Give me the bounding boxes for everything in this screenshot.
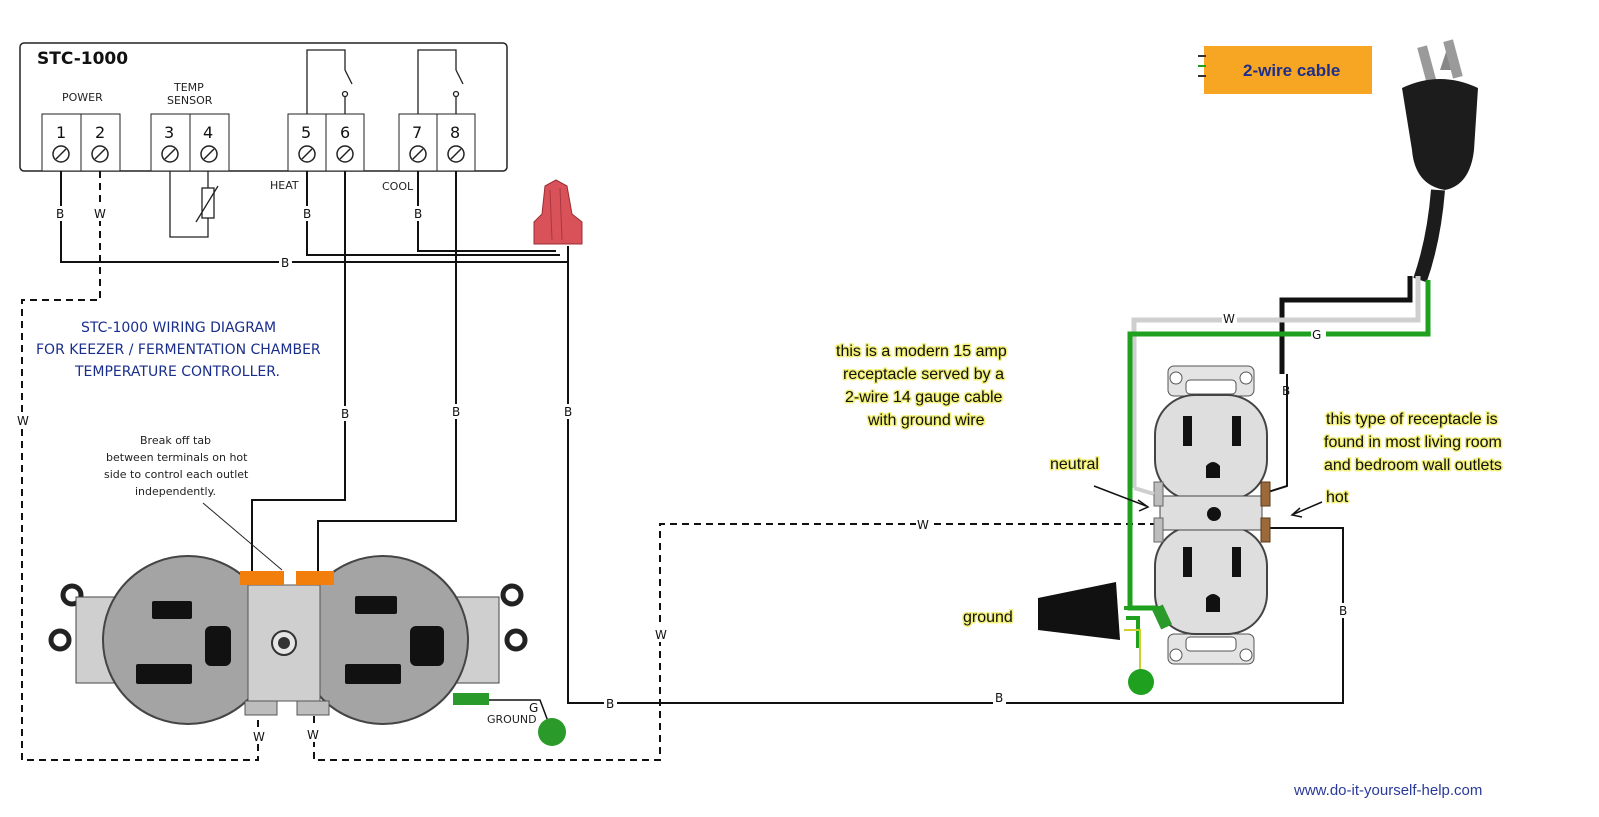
terminal-1-label: 1 [56, 123, 66, 142]
wire-nut-icon [533, 179, 583, 245]
neutral-wire [1133, 486, 1155, 496]
terminal-7-label: 7 [412, 123, 422, 142]
caption-line-2: FOR KEEZER / FERMENTATION CHAMBER [36, 342, 321, 358]
ground-splice-wirenut-icon [1038, 582, 1160, 695]
neutral-wiring [21, 171, 1160, 761]
power-plug-icon [1402, 39, 1478, 283]
hot-wire [1267, 374, 1288, 493]
heat-relay-switch-icon [306, 49, 353, 114]
wire-labels: B W B B B W B B B W B W W W B B [16, 206, 1350, 744]
tab-note-line-4: independently. [135, 485, 216, 498]
controller-wiring [60, 171, 1344, 704]
tab-note-line-3: side to control each outlet [104, 468, 249, 481]
screw-icons [52, 145, 465, 163]
terminal-block-power [41, 113, 121, 172]
cable-label-text: 2-wire cable [1243, 61, 1340, 80]
caption-line-3: TEMPERATURE CONTROLLER. [74, 364, 280, 380]
tab-note-line-1: Break off tab [140, 434, 211, 447]
receptacle-type-note: this type of receptacle is found in most… [1323, 410, 1504, 476]
cool-relay-switch-icon [417, 49, 464, 114]
controlled-duplex-outlet [48, 555, 528, 725]
type-line-3: and bedroom wall outlets [1324, 457, 1502, 474]
type-line-2: found in most living room [1324, 434, 1502, 451]
terminal-block-heat [287, 113, 365, 172]
sensor-label: SENSOR [167, 94, 213, 107]
desc-line-3: 2-wire 14 gauge cable [845, 389, 1003, 406]
wire-label-w: W [917, 518, 929, 532]
stc1000-controller: STC-1000 POWER TEMP SENSOR 1 2 3 4 5 6 7… [19, 42, 508, 193]
receptacle-description: this is a modern 15 amp receptacle serve… [835, 342, 1009, 431]
terminal-block-cool [398, 113, 476, 172]
terminal-4-label: 4 [203, 123, 213, 142]
wire-label-w: W [1223, 312, 1235, 326]
temp-label: TEMP [173, 81, 204, 94]
wall-receptacle [1151, 365, 1271, 665]
wire-label-b: B [452, 405, 460, 419]
callout-arrows [1093, 485, 1323, 518]
wire-label-b: B [414, 207, 422, 221]
wire-label-w: W [307, 728, 319, 742]
outlet-ground-wire: G GROUND [487, 699, 566, 746]
desc-line-4: with ground wire [867, 412, 985, 429]
controller-title: STC-1000 [37, 49, 128, 69]
wire-label-b: B [56, 207, 64, 221]
tab-note-line-2: between terminals on hot [106, 451, 248, 464]
wire-label-b: B [281, 256, 289, 270]
caption-line-1: STC-1000 WIRING DIAGRAM [81, 320, 276, 336]
terminal-2-label: 2 [95, 123, 105, 142]
wire-label-b: B [303, 207, 311, 221]
terminal-6-label: 6 [340, 123, 350, 142]
cable-label: 2-wire cable [1198, 46, 1372, 94]
tab-note: Break off tab between terminals on hot s… [104, 434, 283, 571]
wire-label-b: B [1339, 604, 1347, 618]
terminal-block-sensor [150, 113, 230, 172]
hot-label: hot [1326, 489, 1349, 506]
heat-label: HEAT [270, 179, 299, 192]
neutral-label: neutral [1050, 456, 1099, 473]
thermistor-icon [169, 171, 219, 238]
terminal-3-label: 3 [164, 123, 174, 142]
wire-label-w: W [253, 730, 265, 744]
power-label: POWER [62, 91, 103, 104]
desc-line-1: this is a modern 15 amp [836, 343, 1007, 360]
terminal-8-label: 8 [450, 123, 460, 142]
desc-line-2: receptacle served by a [843, 366, 1004, 383]
footer-url: www.do-it-yourself-help.com [1293, 782, 1482, 799]
terminal-5-label: 5 [301, 123, 311, 142]
wire-label-w: W [17, 414, 29, 428]
diagram-caption: STC-1000 WIRING DIAGRAM FOR KEEZER / FER… [36, 320, 321, 380]
wire-label-g: G [529, 701, 538, 715]
wire-label-b: B [341, 407, 349, 421]
ground-label: GROUND [487, 713, 537, 726]
wire-label-g: G [1312, 328, 1321, 342]
type-line-1: this type of receptacle is [1326, 411, 1498, 428]
wire-label-b: B [995, 691, 1003, 705]
ground-callout-label: ground [963, 609, 1013, 626]
wire-label-w: W [94, 207, 106, 221]
wire-label-b: B [606, 697, 614, 711]
wire-label-w: W [655, 628, 667, 642]
cool-label: COOL [382, 180, 414, 193]
wire-label-b: B [564, 405, 572, 419]
